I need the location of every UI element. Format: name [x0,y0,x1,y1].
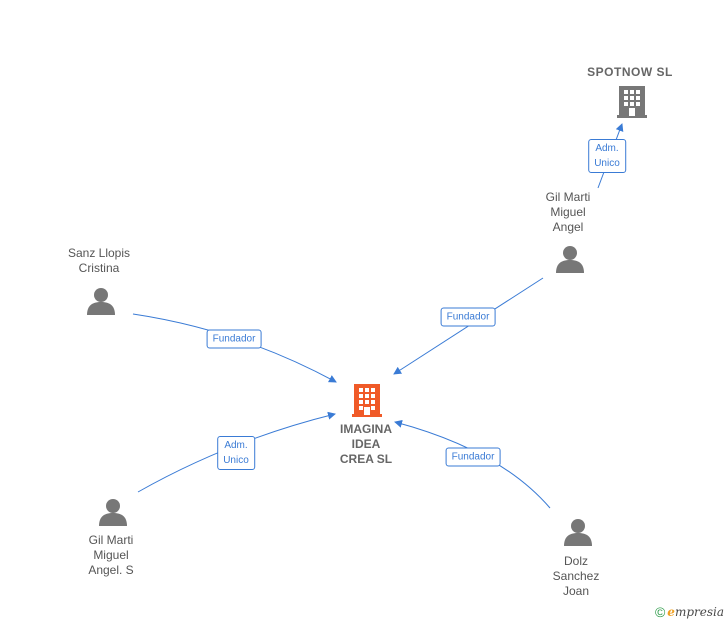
node-label-sanz[interactable]: Sanz Llopis Cristina [67,246,131,275]
node-label-gil-top[interactable]: Gil Marti Miguel Angel [545,190,591,234]
person-icon[interactable] [564,519,592,546]
edge-label-adm-unico[interactable]: Adm. Unico [217,436,255,470]
edge-label-fundador[interactable]: Fundador [440,307,496,327]
edge-label-fundador[interactable]: Fundador [445,447,501,467]
copyright-icon: © [654,604,666,620]
edge-label-adm-unico[interactable]: Adm. Unico [588,139,626,173]
brand-name: empresia [667,605,724,619]
person-icon[interactable] [99,499,127,526]
node-label-imagina[interactable]: IMAGINA IDEA CREA SL [339,422,393,466]
node-label-gil-bottom[interactable]: Gil Marti Miguel Angel. S [88,533,134,577]
node-label-spotnow[interactable]: SPOTNOW SL [587,65,673,79]
person-icon[interactable] [556,246,584,273]
empresia-logo: © empresia [655,604,724,620]
building-icon[interactable] [352,384,382,417]
person-icon[interactable] [87,288,115,315]
edge-label-fundador[interactable]: Fundador [206,329,262,349]
building-icon[interactable] [617,86,647,118]
node-label-dolz[interactable]: Dolz Sanchez Joan [552,554,600,598]
